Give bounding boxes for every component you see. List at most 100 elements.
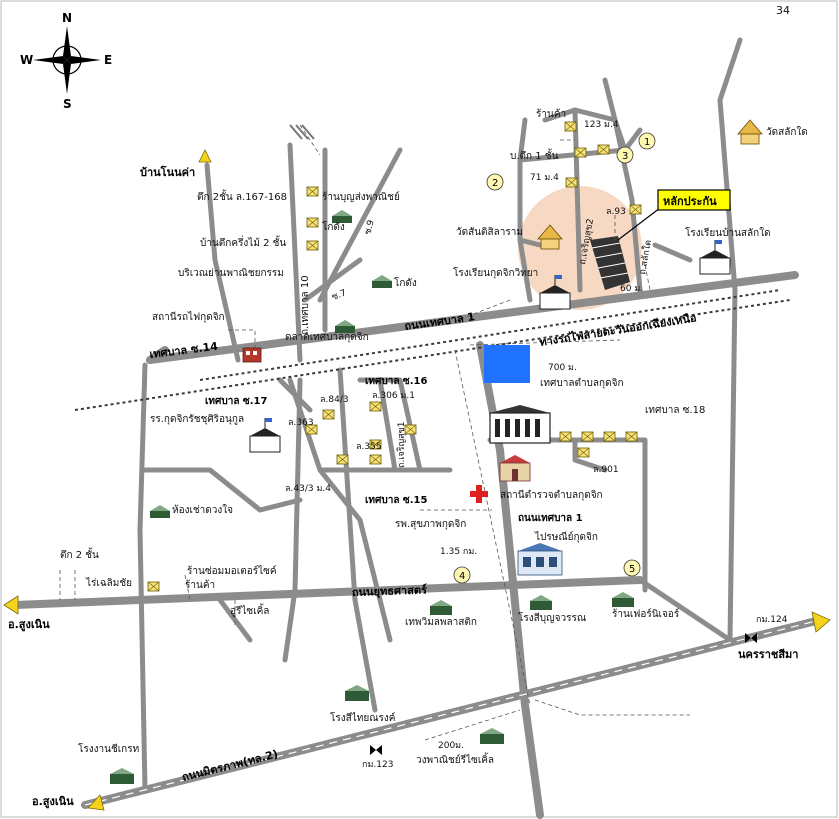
label-school-kudchik-vit: โรงเรียนกุดจิกวิทยา — [453, 266, 538, 279]
compass-n: N — [62, 11, 72, 25]
label-school-saklak: โรงเรียนบ้านสลักใด — [685, 226, 771, 239]
label-rong-thai: โรงสีไทยณรงค์ — [330, 711, 395, 724]
label-borivarn: บริเวณย่านพาณิชยกรรม — [178, 268, 284, 279]
collateral-callout: หลักประกัน — [617, 189, 731, 241]
label-tep-vimol: เทพวิมลพลาสติก — [405, 617, 477, 628]
marker-2 — [486, 173, 504, 191]
hospital-cross-icon — [470, 485, 488, 503]
collateral-block — [590, 236, 630, 290]
railway-lines — [74, 289, 791, 411]
label-kodang1: โกดัง — [322, 220, 345, 233]
temple-saklak-icon — [737, 119, 763, 145]
label-charoensuk: ถ.เจริญสุข1 — [396, 421, 407, 468]
label-rong-ngan: โรงงานชีเกรท — [78, 742, 139, 755]
label-dist-700: 700 ม. — [548, 363, 577, 373]
label-rd-yutthasat: ถนนยุทธศาสตร์ — [352, 583, 428, 600]
marker-1 — [638, 132, 656, 150]
marker-3-label: 3 — [622, 151, 628, 162]
school-kudchik-icon — [249, 418, 281, 453]
minor-roads — [137, 37, 743, 793]
label-rong-boonjawan: โรงสีบุญจวรรณ — [518, 611, 586, 624]
post-office-icon — [517, 543, 563, 576]
compass-s: S — [63, 97, 72, 111]
label-tessaban-s15: เทศบาล ซ.15 — [365, 495, 427, 506]
temple-santi-icon — [537, 224, 563, 250]
tessaban-office-icon — [489, 405, 551, 444]
label-m71-4: 71 ม.4 — [530, 173, 559, 183]
label-talad: ตลาดเทศบาลกุดจิก — [285, 332, 369, 343]
label-station-train: สถานีรถไฟกุดจิก — [152, 311, 225, 323]
stair-icon — [289, 124, 315, 140]
compass-rose-icon: N S E W — [20, 11, 112, 111]
label-nakhon-ratchasima: นครราชสีมา — [738, 648, 798, 661]
marker-5 — [623, 559, 641, 577]
label-police: สถานีตำรวจตำบลกุดจิก — [500, 489, 603, 501]
label-ran-boonsong: ร้านบุญส่งพาณิชย์ — [322, 191, 400, 203]
marker-5-label: 5 — [629, 564, 635, 575]
label-dist-135: 1.35 กม. — [440, 547, 477, 557]
label-ban-non-kha: บ้านโนนค่า — [140, 165, 195, 179]
label-tessaban10: ถ.เทศบาล 10 — [300, 275, 311, 335]
label-hospital: รพ.สุขภาพกุดจิก — [395, 519, 466, 530]
label-dist-200: 200ม. — [438, 741, 464, 751]
label-wong-panich: วงพาณิชย์รีไซเคิ้ล — [416, 752, 494, 766]
label-shop-left: ร้านค้า — [185, 579, 215, 591]
label-l363: ล.363 — [288, 418, 314, 428]
label-l355: ล.355 — [356, 442, 382, 452]
house-markers — [147, 121, 642, 592]
label-tessaban-office: เทศบาลตำบลกุดจิก — [540, 378, 624, 389]
label-l93: ล.93 — [606, 207, 626, 217]
label-tessaban-s16: เทศบาล ซ.16 — [365, 376, 427, 387]
blue-block — [484, 345, 530, 383]
marker-4-label: 4 — [459, 571, 465, 582]
compass-e: E — [104, 53, 112, 67]
page-number: 34 — [776, 4, 790, 17]
school-kudchik-vit-icon — [539, 275, 571, 310]
label-kodang2: โกดัง — [394, 276, 417, 289]
arrow-sungnoen-1-icon — [3, 595, 19, 615]
label-tessaban-s17: เทศบาล ซ.17 — [205, 396, 267, 407]
label-wat-santi: วัดสันติสิลาราม — [456, 227, 523, 238]
label-l84-3: ล.84/3 — [320, 395, 349, 405]
marker-1-label: 1 — [644, 137, 650, 148]
mittraphap-centerline — [84, 619, 821, 806]
collateral-label: หลักประกัน — [663, 195, 717, 208]
station-train-icon — [242, 347, 262, 363]
label-furniture: ร้านเฟอร์นิเจอร์ — [612, 608, 680, 620]
label-tuk1: บ.ตึก 1 ชั้น — [510, 148, 559, 162]
label-motor-shop: ร้านซ่อมมอเตอร์ไซค์ — [187, 565, 277, 577]
numbered-markers: 1 2 3 4 5 — [453, 132, 656, 584]
label-school-kudchik: รร.กุดจิกรัชชุศิริอนุกูล — [150, 414, 244, 425]
compass-w: W — [20, 53, 33, 67]
tessaban1-road — [146, 271, 799, 364]
label-sungnoen-2: อ.สูงเนิน — [32, 795, 74, 809]
label-l901: ล.901 — [593, 465, 619, 475]
label-room-rent: ห้องเช่าดวงใจ — [172, 504, 233, 516]
label-l123-m4: 123 ม.4 — [584, 120, 619, 130]
label-rai-chalerm: ไร่เฉลิมชัย — [85, 577, 132, 589]
label-post: ไปรษณีย์กุดจิก — [534, 531, 598, 543]
dashed-guide-lines — [59, 124, 690, 741]
label-au-recycle: อู่รีไซเคิ้ล — [230, 603, 269, 617]
road-end-arrows — [3, 149, 831, 811]
marker-4 — [453, 566, 471, 584]
label-ban-tuk-kreung: บ้านตึกครึ่งไม้ 2 ชั้น — [200, 235, 286, 249]
label-km124: กม.124 — [756, 615, 788, 625]
label-tuk2-l167: ตึก 2ชั้น ล.167-168 — [197, 189, 287, 203]
label-km123: กม.123 — [362, 760, 393, 770]
police-station-icon — [499, 455, 531, 482]
label-wat-saklak: วัดสลักใด — [766, 126, 808, 138]
marker-2-label: 2 — [492, 178, 498, 189]
label-l43-3: ล.43/3 ม.4 — [285, 484, 331, 494]
marker-3 — [616, 146, 634, 164]
label-soi9: ซ.9 — [363, 219, 377, 236]
label-ran-kha-top: ร้านค้า — [536, 108, 566, 120]
label-rd-tessaban1-mid: ถนนเทศบาล 1 — [518, 513, 583, 524]
label-soi7: ซ.7 — [331, 288, 348, 302]
school-saklak-icon — [699, 240, 731, 275]
arrow-nakhon-icon — [811, 611, 831, 633]
label-tessaban-s18: เทศบาล ซ.18 — [645, 405, 705, 416]
factory-markers — [110, 210, 634, 784]
